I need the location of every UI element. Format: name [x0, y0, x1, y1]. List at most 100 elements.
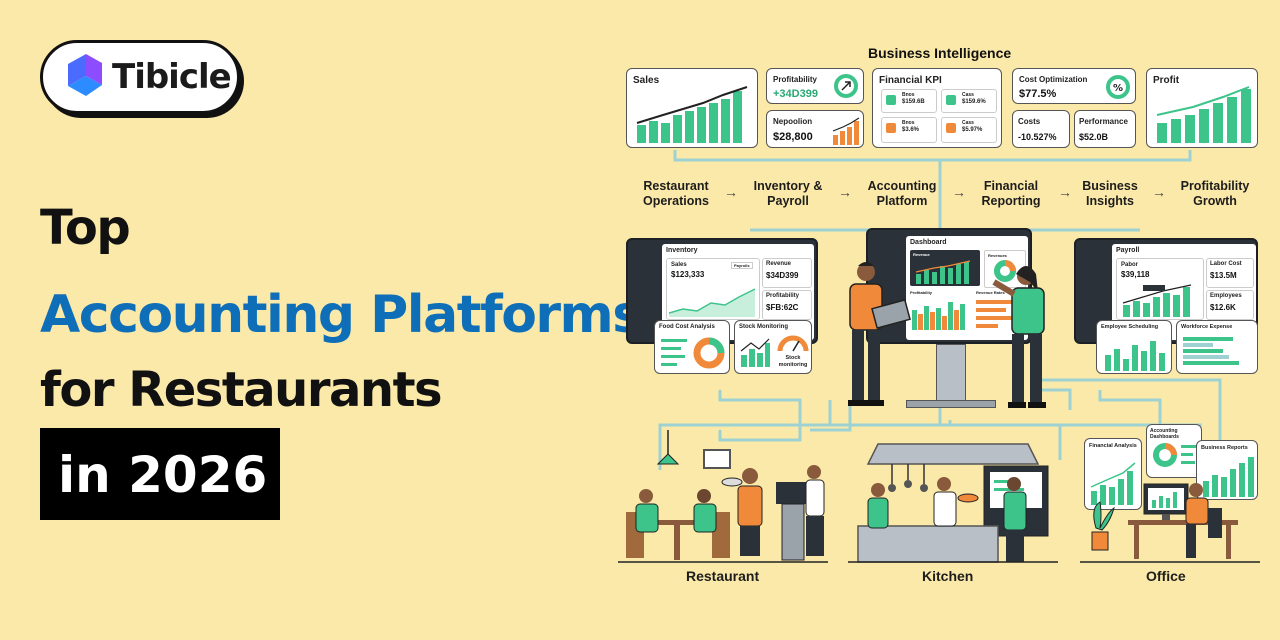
labor-cost-label: Labor Cost	[1210, 261, 1242, 267]
dashboard-sub-label: Revenues	[988, 253, 1007, 258]
sales-panel: Sales	[626, 68, 758, 148]
payroll-pabor-label: Pabor	[1121, 262, 1139, 268]
revenue-chart-card: Revenue	[910, 250, 980, 286]
arrow-right-icon: →	[952, 184, 966, 200]
inventory-revenue-value: $34D399	[766, 271, 799, 280]
zone-label-kitchen: Kitchen	[922, 568, 974, 584]
profit-chart	[1156, 86, 1251, 143]
business-reports-label: Business Reports	[1201, 445, 1248, 451]
flow-step-inventory-payroll: Inventory & Payroll	[753, 179, 823, 208]
chart-icon	[946, 95, 956, 105]
nepoolion-chart	[832, 117, 860, 145]
costs-label: Costs	[1018, 117, 1041, 126]
food-cost-chart	[661, 337, 725, 369]
headline-line-3: for Restaurants	[40, 362, 443, 418]
employee-scheduling-label: Employee Scheduling	[1101, 324, 1159, 330]
svg-text:%: %	[1113, 83, 1123, 94]
inventory-sales-label: Sales	[671, 262, 687, 268]
employees-card: Employees $12.6K	[1206, 290, 1254, 320]
bi-title: Business Intelligence	[868, 45, 1012, 61]
monitor-base	[906, 400, 996, 408]
cost-optimization-panel: Cost Optimization $77.5% %	[1012, 68, 1136, 104]
inventory-profitability-label: Profitability	[766, 293, 800, 299]
year-highlight	[40, 428, 280, 520]
employee-scheduling-panel: Employee Scheduling	[1096, 320, 1172, 374]
kpi-label: Cass	[962, 120, 974, 126]
nepoolion-panel: Nepoolion $28,800	[766, 110, 864, 148]
business-reports-chart	[1203, 457, 1254, 497]
analyst-person-illustration	[848, 262, 911, 406]
inventory-area-chart	[669, 288, 756, 317]
payroll-bar-chart	[1122, 284, 1192, 317]
profitability-card: Profitability $FB:62C	[762, 290, 812, 320]
cost-opt-value: $77.5%	[1019, 88, 1057, 100]
accounting-dashboards-label: Accounting Dashboards	[1150, 428, 1179, 440]
employees-value: $12.6K	[1210, 303, 1236, 312]
kpi-value: $3.6%	[902, 127, 920, 133]
logo-text: Tibicle	[112, 57, 232, 97]
flow-step-financial-reporting: Financial Reporting	[981, 179, 1041, 208]
scheduling-chart	[1105, 341, 1165, 371]
headline-line-1: Top	[40, 200, 131, 256]
flow-step-profitability-growth: Profitability Growth	[1180, 179, 1250, 208]
workforce-chart	[1183, 337, 1239, 365]
costs-value: -10.527%	[1018, 132, 1057, 142]
financial-analysis-chart	[1090, 462, 1136, 505]
inventory-profitability-value: $FB:62C	[766, 303, 799, 312]
percent-icon: %	[1106, 75, 1130, 99]
dashboard-sub-label: Revenue	[913, 252, 930, 257]
flow-step-accounting-platform: Accounting Platform	[867, 179, 937, 208]
headline-year: in 2026	[58, 446, 268, 504]
labor-cost-value: $13.5M	[1210, 271, 1237, 280]
kpi-label: Cass	[962, 92, 974, 98]
kpi-label: Bnos	[902, 120, 915, 126]
kpi-value: $159.6B	[902, 99, 925, 105]
financial-analysis-label: Financial Analysis	[1089, 443, 1137, 449]
stock-monitoring-panel: Stock Monitoring Stock monitoring	[734, 320, 812, 374]
restaurant-illustration	[618, 430, 828, 563]
performance-panel: Performance $52.0B	[1074, 110, 1136, 148]
food-cost-panel: Food Cost Analysis	[654, 320, 730, 374]
inventory-tag: Payrolls	[731, 262, 753, 269]
warning-icon	[886, 123, 896, 133]
business-reports-panel: Business Reports	[1196, 440, 1258, 500]
accounting-dashboards-panel: Accounting Dashboards	[1146, 424, 1202, 478]
dashboard-bar-chart	[915, 260, 971, 284]
stock-chart	[740, 338, 770, 367]
financial-analysis-panel: Financial Analysis	[1084, 438, 1142, 510]
zone-label-office: Office	[1146, 568, 1186, 584]
kpi-value: $5.97%	[962, 127, 983, 133]
zone-label-restaurant: Restaurant	[686, 568, 760, 584]
arrow-right-icon: →	[1152, 184, 1166, 200]
arrow-right-icon: →	[1058, 184, 1072, 200]
stock-monitoring-caption: Stock monitoring	[778, 355, 808, 368]
headline-line-2: Accounting Platforms	[40, 285, 643, 345]
costs-panel: Costs -10.527%	[1012, 110, 1070, 148]
employees-label: Employees	[1210, 293, 1242, 299]
labor-cost-card: Labor Cost $13.5M	[1206, 258, 1254, 288]
dashboard-sub-label: Revenue Rates	[976, 290, 1005, 295]
office-illustration	[1080, 483, 1260, 563]
profitability-value: +34D399	[773, 88, 818, 100]
profit-label: Profit	[1153, 75, 1180, 86]
inventory-sales-value: $123,333	[671, 270, 705, 279]
gauge-icon	[777, 335, 809, 352]
accounting-donut	[1153, 443, 1197, 467]
performance-value: $52.0B	[1079, 132, 1109, 142]
kpi-value: $159.6%	[962, 99, 986, 105]
kpi-label: Bnos	[902, 92, 915, 98]
arrow-right-icon: →	[838, 184, 852, 200]
profitability-label: Profitability	[773, 75, 818, 84]
nepoolion-label: Nepoolion	[773, 117, 813, 126]
payroll-pabor-value: $39,118	[1121, 270, 1150, 279]
tibicle-logo-icon	[68, 54, 102, 96]
pabor-card: Pabor $39,118	[1116, 258, 1204, 320]
presenter-person-illustration	[992, 266, 1046, 408]
cost-icon	[946, 123, 956, 133]
inventory-revenue-label: Revenue	[766, 261, 792, 267]
dashboard-sub-label: Profitability	[910, 290, 933, 295]
kitchen-illustration	[848, 443, 1058, 563]
revenue-rates-bars	[976, 300, 1016, 328]
sales-card: Sales $123,333 Payrolls	[666, 258, 760, 320]
kpi-card: Bnos$159.6B	[881, 89, 937, 113]
